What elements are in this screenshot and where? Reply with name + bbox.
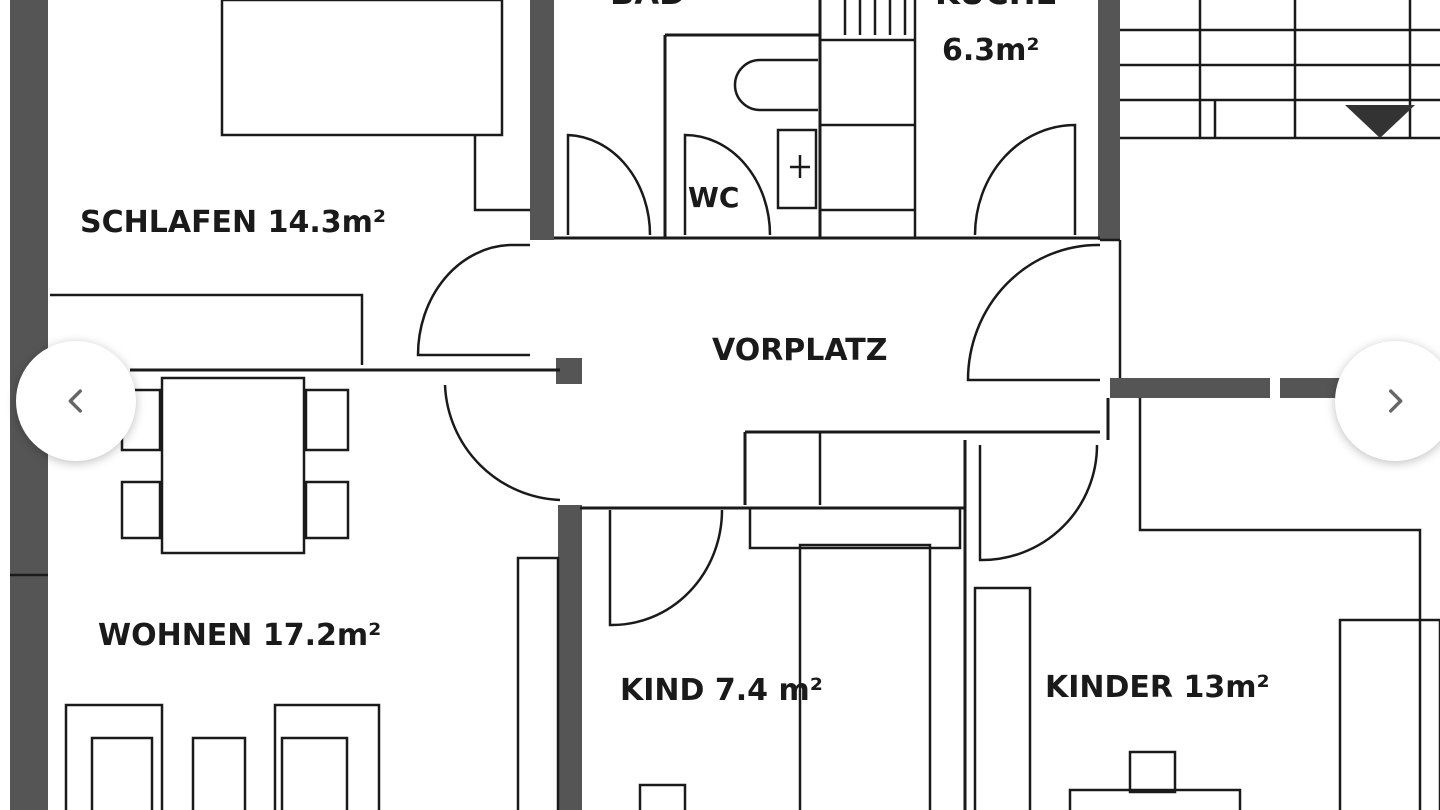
room-label-kueche: KÜCHE	[935, 0, 1057, 12]
room-label-vorplatz: VORPLATZ	[712, 333, 888, 368]
chevron-left-icon	[68, 389, 82, 413]
chevron-right-icon	[1389, 389, 1403, 413]
room-label-schlafen: SCHLAFEN 14.3m²	[80, 205, 386, 240]
room-label-wc: WC	[688, 181, 739, 214]
room-label-kinder: KINDER 13m²	[1045, 670, 1270, 705]
room-area-kueche: 6.3m²	[942, 33, 1040, 68]
next-image-button[interactable]	[1335, 341, 1440, 461]
room-label-kind: KIND 7.4 m²	[620, 673, 823, 708]
room-label-wohnen: WOHNEN 17.2m²	[98, 618, 381, 653]
previous-image-button[interactable]	[16, 341, 136, 461]
room-label-bad: BAD	[610, 0, 686, 12]
